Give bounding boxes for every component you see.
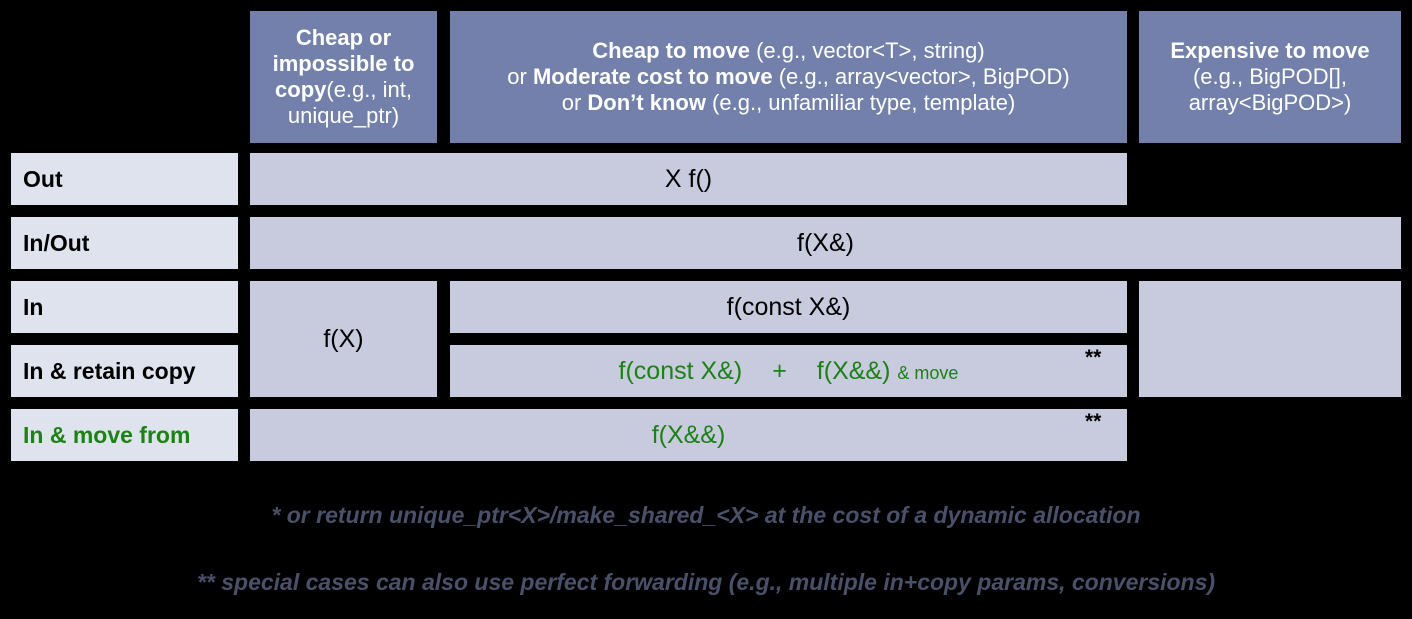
row-label-in-retain-copy-text: In & retain copy [23, 357, 196, 384]
column-header-line-3: or Don’t know (e.g., unfamiliar type, te… [507, 90, 1069, 116]
row-label-in-out: In/Out [11, 217, 238, 269]
table-corner-cell [11, 11, 238, 143]
column-header-cheap-or-impossible-to-copy: Cheap or impossible to copy(e.g., int, u… [250, 11, 437, 143]
column-header-expensive-to-move: Expensive to move (e.g., BigPOD[], array… [1139, 11, 1401, 143]
signature-f-xrvalue-2: f(X&&) [651, 420, 726, 449]
moderate-example: (e.g., array<vector>, BigPOD) [772, 64, 1070, 90]
cell-in-out-signature: f(X&) [250, 217, 1401, 269]
cheap-to-move-example: (e.g., vector<T>, string) [749, 38, 985, 64]
row-label-in-move-from: In & move from [11, 409, 238, 461]
column-header-strong-text: Cheap or impossible to copy [272, 25, 415, 102]
row-label-out-text: Out [23, 165, 63, 192]
moderate-strong: Moderate cost to move [532, 64, 773, 90]
row-label-in-text: In [23, 293, 44, 320]
signature-f-x: f(X) [323, 324, 364, 353]
signature-f-xref: f(X&) [797, 228, 854, 257]
signature-f-const-xref: f(const X&) [726, 292, 851, 321]
row-label-in: In [11, 281, 238, 333]
expensive-example: (e.g., BigPOD[], array<BigPOD>) [1188, 64, 1352, 115]
signature-and-move-note: & move [897, 362, 959, 383]
cheap-to-move-strong: Cheap to move [592, 38, 750, 64]
row-label-in-out-text: In/Out [23, 229, 90, 256]
cell-in-move-from-signature: f(X&&) [250, 409, 1127, 461]
footnote-double-star: ** special cases can also use perfect fo… [196, 569, 1216, 595]
signature-group-retain-copy: f(const X&) + f(X&&) & move [619, 357, 959, 386]
row-label-in-retain-copy: In & retain copy [11, 345, 238, 397]
column-header-line-1: Cheap to move (e.g., vector<T>, string) [507, 38, 1069, 64]
cell-in-fx-merged: f(X) [250, 281, 437, 397]
cell-expensive-to-move-merged [1139, 281, 1401, 397]
signature-x-f: X f() [664, 164, 713, 193]
footnote-marker-move-from: ** [1085, 410, 1102, 433]
dont-know-example: (e.g., unfamiliar type, template) [705, 89, 1016, 115]
expensive-strong: Expensive to move [1170, 38, 1370, 64]
dont-know-prefix: or [561, 89, 588, 115]
dont-know-strong: Don’t know [587, 89, 706, 115]
signature-f-const-xref-2: f(const X&) [618, 356, 743, 385]
row-label-out: Out [11, 153, 238, 205]
cell-out-signature: X f() [250, 153, 1127, 205]
footnote-single-star: * or return unique_ptr<X>/make_shared_<X… [271, 502, 1141, 528]
footnote-marker-retain-copy: ** [1085, 346, 1102, 369]
signature-plus-operator: + [772, 356, 787, 385]
moderate-prefix: or [507, 64, 533, 90]
column-header-line-2: or Moderate cost to move (e.g., array<ve… [507, 64, 1069, 90]
signature-f-xrvalue: f(X&&) [816, 356, 891, 385]
row-label-in-move-from-text: In & move from [23, 421, 191, 448]
column-header-cheap-to-move: Cheap to move (e.g., vector<T>, string) … [450, 11, 1127, 143]
cell-in-const-ref: f(const X&) [450, 281, 1127, 333]
column-header-example-text: (e.g., int, unique_ptr) [287, 77, 412, 128]
cell-in-retain-copy-signature: f(const X&) + f(X&&) & move [450, 345, 1127, 397]
